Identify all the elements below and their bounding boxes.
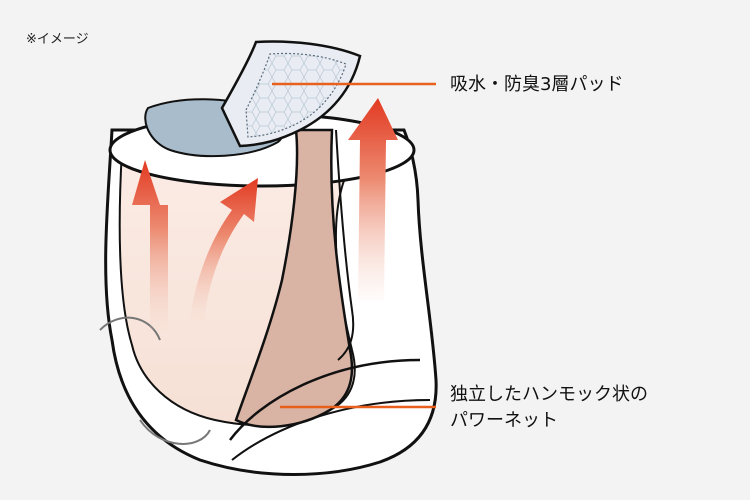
arrow-right	[348, 98, 398, 300]
pad-label: 吸水・防臭3層パッド	[450, 74, 624, 95]
leg-opening-left	[99, 316, 161, 341]
airflow-arrows	[132, 98, 398, 330]
leg-opening-right	[139, 419, 211, 445]
arrow-left	[132, 160, 168, 330]
hammock-net	[234, 128, 354, 429]
hammock-side	[335, 129, 355, 361]
crotch-curve-2	[231, 399, 431, 461]
arrow-center	[190, 178, 258, 322]
hammock-label-line2: パワーネット	[450, 410, 558, 431]
crotch-curve	[229, 358, 421, 441]
hammock-label: 独立したハンモック状の パワーネット	[450, 382, 648, 434]
pad-mesh	[245, 52, 347, 138]
image-note: ※イメージ	[26, 32, 89, 47]
hammock-label-line1: 独立したハンモック状の	[450, 384, 648, 405]
